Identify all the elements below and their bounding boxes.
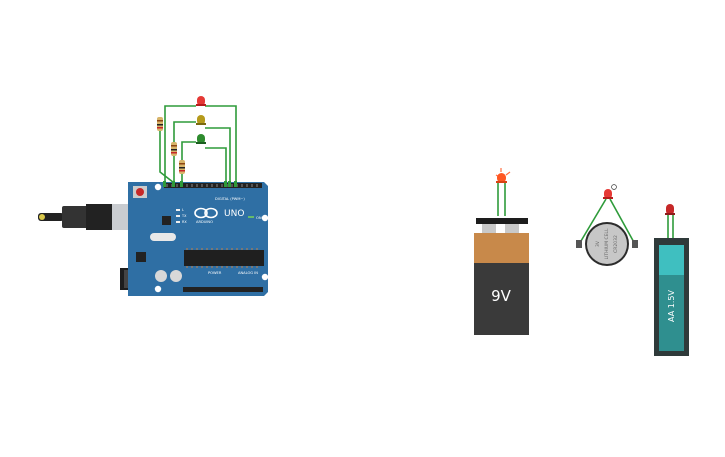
arduino-model-text: UNO (224, 209, 244, 219)
arduino-logo-text: ARDUINO (196, 220, 213, 224)
coin-cell-text-3: CR2032 (613, 235, 619, 253)
battery-9v-label: 9V (491, 287, 512, 305)
yellow-led[interactable] (196, 115, 206, 125)
power-pins-label: POWER (208, 271, 222, 275)
resistor[interactable] (179, 160, 185, 174)
coin-cell-text-2: LITHIUM CELL (604, 228, 610, 259)
coin-cell-battery[interactable]: 3V LITHIUM CELL CR2032 (576, 184, 638, 266)
rx-led-label: RX (182, 220, 187, 224)
aa-battery[interactable]: AA 1.5V (654, 204, 689, 356)
usb-cable-icon[interactable] (38, 204, 142, 230)
red-led[interactable] (665, 204, 675, 240)
resistor[interactable] (171, 142, 177, 156)
red-led[interactable] (577, 184, 637, 247)
battery-9v[interactable]: 9V (474, 168, 529, 335)
l-led-label: L (182, 208, 184, 212)
led-wires[interactable] (159, 105, 237, 187)
red-led[interactable] (495, 168, 511, 216)
resistor[interactable] (157, 117, 163, 131)
aa-battery-label: AA 1.5V (667, 290, 676, 322)
digital-pins-label: DIGITAL (PWM~) (215, 197, 245, 201)
on-led-label: ON (256, 216, 262, 220)
arduino-circuit[interactable]: ARDUINO UNO DIGITAL (PWM~) POWER ANALOG … (38, 96, 269, 296)
green-led[interactable] (196, 134, 206, 144)
tx-led-label: TX (181, 214, 187, 218)
analog-pins-label: ANALOG IN (238, 271, 258, 275)
red-led[interactable] (196, 96, 206, 106)
coin-cell-text-1: 3V (595, 240, 601, 247)
arduino-board[interactable]: ARDUINO UNO DIGITAL (PWM~) POWER ANALOG … (128, 181, 269, 296)
